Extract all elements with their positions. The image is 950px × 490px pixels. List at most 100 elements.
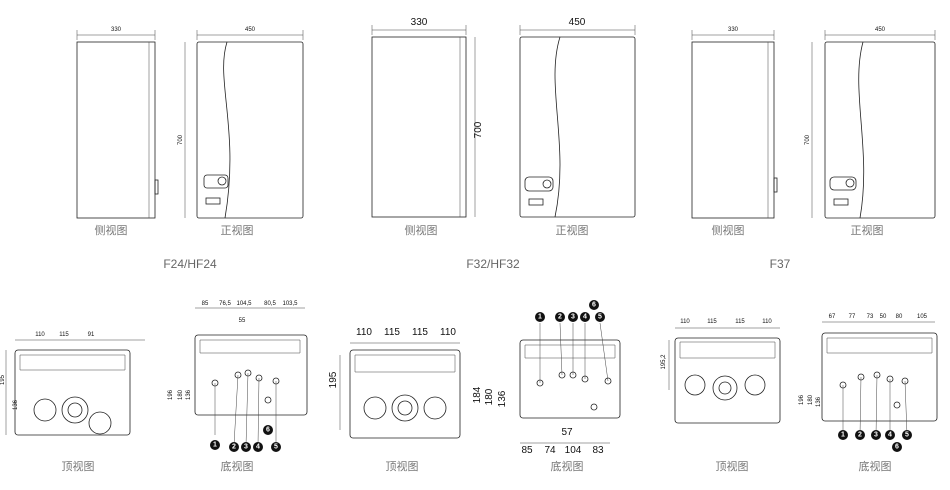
bottom-view-f32: 85 74 104 83 57 184 180 136 1 2 3 4 5 6 bbox=[472, 300, 621, 456]
side-view-label: 侧视图 bbox=[404, 224, 438, 237]
callout-marker: 4 bbox=[580, 312, 590, 322]
svg-text:5: 5 bbox=[274, 444, 278, 451]
svg-text:2: 2 bbox=[558, 314, 562, 321]
svg-text:3: 3 bbox=[244, 444, 248, 451]
bottom-depth-label: 180 bbox=[484, 388, 495, 405]
bottom-dim-label: 85 bbox=[521, 445, 533, 456]
top-dim-label: 115 bbox=[735, 319, 745, 325]
model-name-f37: F37 bbox=[769, 257, 791, 271]
front-width-label: 450 bbox=[569, 17, 586, 28]
top-view-label: 顶视图 bbox=[715, 460, 749, 473]
callout-marker: 3 bbox=[568, 312, 578, 322]
bottom-dim-label: 57 bbox=[561, 427, 573, 438]
bottom-depth-label: 196 bbox=[799, 394, 805, 405]
model-name-f32: F32/HF32 bbox=[466, 257, 520, 271]
side-width-label: 330 bbox=[728, 27, 739, 33]
bottom-dim-label: 50 bbox=[880, 314, 887, 320]
bottom-dim-label: 55 bbox=[239, 318, 246, 324]
bottom-dim-label: 85 bbox=[202, 301, 209, 307]
svg-text:6: 6 bbox=[895, 444, 899, 451]
bottom-view-label: 底视图 bbox=[858, 460, 892, 473]
top-view-f24: 110 115 91 195 136 bbox=[0, 332, 145, 436]
top-dim-label: 110 bbox=[356, 327, 372, 338]
top-view-f32: 110 115 115 110 195 bbox=[328, 327, 461, 439]
front-width-label: 450 bbox=[875, 27, 886, 33]
bottom-depth-label: 136 bbox=[816, 396, 822, 407]
svg-text:3: 3 bbox=[874, 432, 878, 439]
svg-text:5: 5 bbox=[905, 432, 909, 439]
bottom-depth-label: 136 bbox=[186, 389, 192, 400]
side-view-label: 侧视图 bbox=[711, 224, 745, 237]
side-width-label: 330 bbox=[111, 27, 122, 33]
front-height-label: 700 bbox=[805, 134, 811, 145]
bottom-dim-label: 77 bbox=[849, 314, 856, 320]
bottom-view-label: 底视图 bbox=[550, 460, 584, 473]
side-view-f24: 330 bbox=[76, 27, 159, 219]
svg-text:4: 4 bbox=[256, 444, 260, 451]
front-height-label: 700 bbox=[178, 134, 184, 145]
callout-marker: 1 bbox=[838, 430, 848, 440]
top-depth-label: 195 bbox=[328, 371, 339, 388]
bottom-dim-label: 103,5 bbox=[282, 301, 298, 307]
callout-marker: 4 bbox=[253, 442, 263, 452]
side-view-f37: 330 bbox=[691, 27, 778, 219]
svg-text:2: 2 bbox=[858, 432, 862, 439]
front-view-f37: 450 700 bbox=[805, 27, 936, 219]
bottom-depth-label: 184 bbox=[472, 386, 483, 403]
top-dim-label: 91 bbox=[88, 332, 95, 338]
svg-text:5: 5 bbox=[598, 314, 602, 321]
front-view-label: 正视图 bbox=[220, 224, 254, 237]
svg-text:1: 1 bbox=[213, 442, 217, 449]
svg-text:1: 1 bbox=[841, 432, 845, 439]
callout-marker: 5 bbox=[595, 312, 605, 322]
callout-marker: 5 bbox=[271, 442, 281, 452]
bottom-view-f24: 85 76,5 104,5 80,5 103,5 55 196 180 136 … bbox=[168, 301, 308, 452]
callout-marker: 2 bbox=[855, 430, 865, 440]
top-dim-label: 110 bbox=[762, 319, 772, 325]
svg-text:1: 1 bbox=[538, 314, 542, 321]
callout-marker: 5 bbox=[902, 430, 912, 440]
svg-text:3: 3 bbox=[571, 314, 575, 321]
front-view-label: 正视图 bbox=[850, 224, 884, 237]
bottom-dim-label: 83 bbox=[592, 445, 604, 456]
bottom-view-label: 底视图 bbox=[220, 460, 254, 473]
bottom-dim-label: 73 bbox=[867, 314, 874, 320]
callout-marker: 2 bbox=[229, 442, 239, 452]
bottom-dim-label: 104,5 bbox=[236, 301, 252, 307]
bottom-dim-label: 74 bbox=[544, 445, 556, 456]
top-depth-label: 195,2 bbox=[661, 354, 667, 370]
front-view-label: 正视图 bbox=[555, 224, 589, 237]
top-dim-label: 115 bbox=[707, 319, 717, 325]
top-dim-label: 115 bbox=[384, 327, 400, 338]
top-dim-label: 115 bbox=[412, 327, 428, 338]
callout-marker: 1 bbox=[535, 312, 545, 322]
svg-text:4: 4 bbox=[888, 432, 892, 439]
top-depth-label: 195 bbox=[0, 374, 6, 385]
side-width-label: 330 bbox=[411, 17, 428, 28]
model-name-f24: F24/HF24 bbox=[163, 257, 217, 271]
bottom-depth-label: 136 bbox=[497, 390, 508, 407]
bottom-depth-label: 196 bbox=[168, 389, 174, 400]
svg-text:2: 2 bbox=[232, 444, 236, 451]
callout-marker: 6 bbox=[892, 442, 902, 452]
bottom-view-f37: 67 77 73 50 80 105 196 180 136 1 2 3 4 5… bbox=[799, 314, 938, 452]
bottom-depth-label: 180 bbox=[808, 394, 814, 405]
svg-text:4: 4 bbox=[583, 314, 587, 321]
side-view-label: 侧视图 bbox=[94, 224, 128, 237]
callout-marker: 6 bbox=[589, 300, 599, 310]
side-view-f32: 330 700 bbox=[371, 17, 484, 218]
top-dim-label: 115 bbox=[59, 332, 69, 338]
callout-marker: 2 bbox=[555, 312, 565, 322]
top-view-label: 顶视图 bbox=[385, 460, 419, 473]
bottom-dim-label: 104 bbox=[565, 445, 582, 456]
front-width-label: 450 bbox=[245, 27, 256, 33]
top-depth-label: 136 bbox=[13, 399, 19, 410]
bottom-depth-label: 180 bbox=[178, 389, 184, 400]
bottom-dim-label: 80 bbox=[896, 314, 903, 320]
callout-marker: 1 bbox=[210, 440, 220, 450]
bottom-dim-label: 105 bbox=[917, 314, 928, 320]
callout-marker: 3 bbox=[871, 430, 881, 440]
callout-marker: 6 bbox=[263, 425, 273, 435]
top-dim-label: 110 bbox=[35, 332, 45, 338]
front-view-f24: 450 700 bbox=[178, 27, 304, 219]
